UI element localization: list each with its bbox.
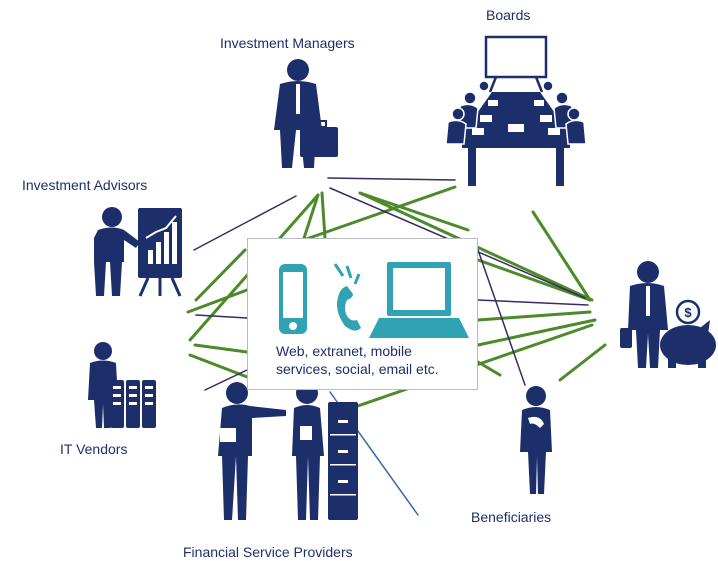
label-financial-service-providers: Financial Service Providers — [183, 544, 353, 560]
laptop-icon — [369, 262, 469, 338]
presenter-chart-icon — [94, 207, 182, 297]
center-caption-line2: services, social, email etc. — [276, 361, 439, 377]
boardroom-icon — [445, 35, 587, 186]
businessman-briefcase-icon — [274, 59, 338, 168]
person-servers-icon — [88, 342, 156, 428]
label-investment-advisors: Investment Advisors — [22, 177, 148, 193]
channel-icons — [279, 262, 469, 338]
center-caption-line1: Web, extranet, mobile — [276, 343, 412, 359]
svg-text:$: $ — [684, 305, 692, 320]
center-caption: Web, extranet, mobile services, social, … — [276, 342, 476, 378]
person-piggy-bank-icon: $ — [620, 261, 716, 368]
label-investment-managers: Investment Managers — [220, 35, 355, 51]
label-beneficiaries: Beneficiaries — [471, 509, 552, 525]
connection-lines — [186, 177, 607, 516]
two-people-cabinet-icon — [218, 382, 358, 520]
thinking-person-icon — [520, 386, 552, 494]
label-boards: Boards — [486, 7, 531, 23]
green-links — [186, 185, 607, 410]
smartphone-icon — [279, 264, 307, 334]
label-it-vendors: IT Vendors — [60, 441, 128, 457]
telephone-handset-icon — [333, 263, 361, 331]
